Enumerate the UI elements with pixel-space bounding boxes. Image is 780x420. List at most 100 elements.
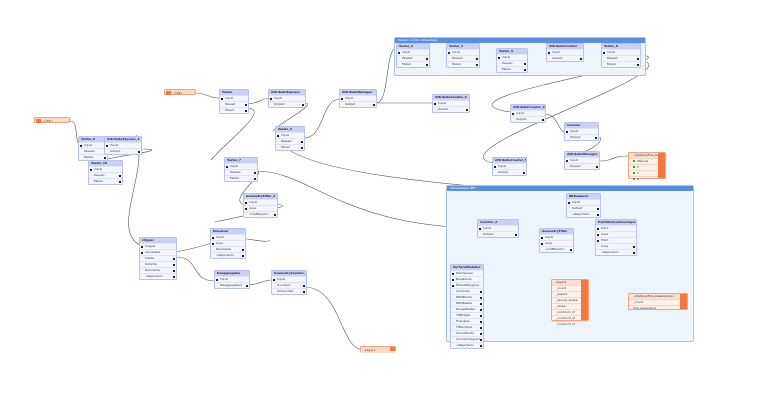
writer-fme-basename[interactable]: <@Value(fme_basename)> _count fme_basena… <box>628 293 688 310</box>
output-port-icon[interactable] <box>173 263 175 266</box>
port[interactable]: Input <box>89 166 122 172</box>
port[interactable]: Output <box>565 163 599 169</box>
output-port-icon[interactable] <box>637 63 639 66</box>
input-port-icon[interactable] <box>494 165 496 168</box>
output-port-icon[interactable] <box>480 302 482 305</box>
input-port-icon[interactable] <box>566 159 568 162</box>
reader-feature-type[interactable]: <All> <box>164 89 196 95</box>
port[interactable]: TINEdges <box>451 312 483 318</box>
output-port-icon[interactable] <box>480 314 482 317</box>
port[interactable]: Passed <box>225 169 257 175</box>
input-port-icon[interactable] <box>597 233 599 236</box>
port[interactable]: Point <box>596 237 636 243</box>
output-port-icon[interactable] <box>301 146 303 149</box>
port[interactable]: Passed <box>447 55 479 61</box>
output-port-icon[interactable] <box>480 338 482 341</box>
port[interactable]: Input <box>269 95 305 101</box>
port[interactable]: Input <box>220 95 248 101</box>
input-port-icon[interactable] <box>597 227 599 230</box>
input-port-icon[interactable] <box>245 201 247 204</box>
output-port-icon[interactable] <box>580 57 582 60</box>
port[interactable]: <Rejected> <box>596 249 636 255</box>
input-port-icon[interactable] <box>141 245 143 248</box>
writer-settings-bar[interactable] <box>581 280 588 320</box>
output-port-icon[interactable] <box>173 275 175 278</box>
port[interactable]: Passed <box>276 138 304 144</box>
port[interactable]: Passed <box>497 60 527 66</box>
input-port-icon[interactable] <box>512 112 514 115</box>
writer-port[interactable]: X <box>629 164 665 170</box>
output-port-icon[interactable] <box>242 254 244 257</box>
input-port-icon[interactable] <box>568 201 570 204</box>
input-port-icon[interactable] <box>452 284 454 287</box>
port[interactable]: DEMRaster <box>451 300 483 306</box>
port[interactable]: <Rejected> <box>567 211 600 217</box>
port[interactable]: Input <box>276 132 304 138</box>
input-port-icon[interactable] <box>277 134 279 137</box>
port[interactable]: Untouched <box>272 288 306 294</box>
output-port-icon[interactable] <box>301 140 303 143</box>
output-port-icon[interactable] <box>480 332 482 335</box>
input-port-icon[interactable] <box>341 97 343 100</box>
output-port-icon[interactable] <box>274 213 276 216</box>
output-port-icon[interactable] <box>480 326 482 329</box>
writer-port[interactable]: Manual <box>629 158 665 164</box>
port[interactable]: Input <box>433 100 469 106</box>
input-port-icon[interactable] <box>212 236 214 239</box>
port[interactable]: Input <box>447 49 479 55</box>
input-port-icon[interactable] <box>141 251 143 254</box>
writer-settings-bar[interactable] <box>390 347 395 351</box>
output-port-icon[interactable] <box>173 269 175 272</box>
input-port-icon[interactable] <box>452 278 454 281</box>
output-port-icon[interactable] <box>480 308 482 311</box>
port[interactable]: Breaklines <box>451 276 483 282</box>
port[interactable]: Failed <box>276 144 304 150</box>
input-port-icon[interactable] <box>398 51 400 54</box>
input-port-icon[interactable] <box>452 272 454 275</box>
output-port-icon[interactable] <box>426 63 428 66</box>
output-port-icon[interactable] <box>138 150 140 153</box>
port[interactable]: Input <box>511 110 545 116</box>
input-port-icon[interactable] <box>566 130 568 133</box>
port[interactable]: Failed <box>225 175 257 181</box>
output-port-icon[interactable] <box>466 108 468 111</box>
port[interactable]: Input <box>565 157 599 163</box>
writer-port[interactable]: Z <box>629 176 665 182</box>
port[interactable]: Input <box>397 49 429 55</box>
port[interactable]: Passed <box>89 172 122 178</box>
port[interactable]: RangeRaster <box>451 306 483 312</box>
output-port-icon[interactable] <box>637 57 639 60</box>
port[interactable]: Area <box>211 240 245 246</box>
output-port-icon[interactable] <box>480 320 482 323</box>
input-port-icon[interactable] <box>434 102 436 105</box>
writer-port[interactable]: Y <box>629 170 665 176</box>
port[interactable]: Passed <box>602 55 640 61</box>
output-port-icon[interactable] <box>254 171 256 174</box>
port[interactable]: Failed <box>397 61 429 67</box>
output-port-icon[interactable] <box>523 171 525 174</box>
input-port-icon[interactable] <box>80 144 82 147</box>
output-port-icon[interactable] <box>542 118 544 121</box>
port[interactable]: ExtentPolygons <box>451 282 483 288</box>
port[interactable]: Failed <box>447 61 479 67</box>
reader-feature-type[interactable]: <All> <box>34 117 70 123</box>
output-port-icon[interactable] <box>476 57 478 60</box>
port[interactable]: Contours <box>451 288 483 294</box>
input-port-icon[interactable] <box>541 236 543 239</box>
input-port-icon[interactable] <box>106 144 108 147</box>
output-port-icon[interactable] <box>246 284 248 287</box>
input-port-icon[interactable] <box>221 97 223 100</box>
port[interactable]: Input <box>602 49 640 55</box>
port[interactable]: Candidate <box>140 249 176 255</box>
input-port-icon[interactable] <box>603 51 605 54</box>
output-port-icon[interactable] <box>373 103 375 106</box>
